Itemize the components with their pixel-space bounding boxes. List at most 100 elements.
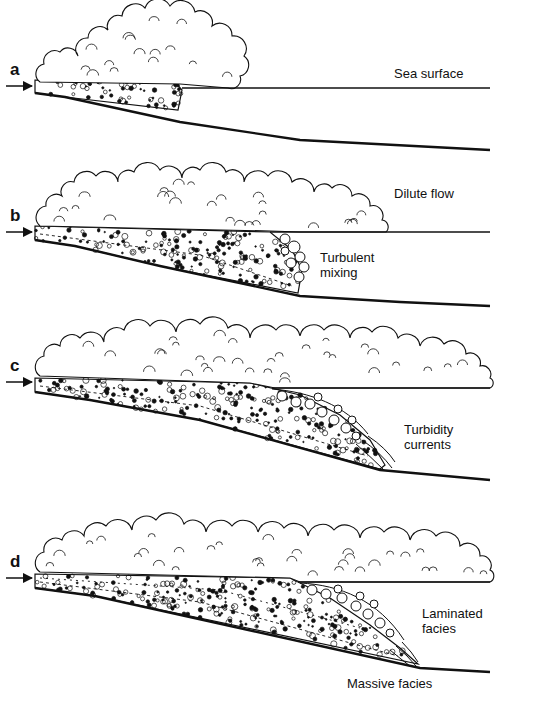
cloud-curl <box>196 356 204 360</box>
cloud-curl <box>149 17 159 21</box>
pyroclast <box>163 234 167 238</box>
mixing-bubble <box>286 258 296 268</box>
cloud-curl <box>345 554 355 559</box>
pyroclast <box>169 581 174 586</box>
cloud-curl <box>150 49 160 54</box>
pyroclast <box>337 453 340 456</box>
cloud-curl <box>86 44 97 50</box>
cloud-curl <box>81 66 90 70</box>
cloud-curl <box>335 566 344 570</box>
turbidity-lobe <box>368 436 395 462</box>
mixing-bubble <box>307 585 317 595</box>
pyroclast <box>250 607 254 611</box>
pyroclast <box>207 252 209 254</box>
pyroclast <box>267 578 271 582</box>
pyroclast <box>118 593 122 597</box>
cloud-curl <box>323 338 329 341</box>
pyroclast <box>152 603 157 608</box>
pyroclast <box>129 86 133 90</box>
pyroclast <box>278 417 283 422</box>
pyroclast <box>209 253 215 259</box>
sea-bed <box>35 240 490 306</box>
pyroclast <box>154 103 158 107</box>
pyroclast <box>167 603 171 607</box>
pyroclast <box>132 84 136 88</box>
cloud-curl <box>174 547 184 552</box>
cloud-curl <box>79 192 90 197</box>
pyroclast <box>79 396 80 397</box>
sea-surface <box>270 231 490 232</box>
pyroclast <box>308 624 309 625</box>
pyroclast <box>79 240 82 243</box>
pyroclast <box>128 96 131 99</box>
pyroclast <box>253 398 256 401</box>
mixing-bubble <box>317 407 327 417</box>
pyroclast <box>319 422 323 426</box>
cloud-curl <box>110 68 118 72</box>
pyroclast <box>48 227 50 229</box>
pyroclast <box>256 419 259 422</box>
pyroclast <box>70 574 74 578</box>
cloud-curl <box>173 342 180 345</box>
mixing-bubble <box>280 234 290 244</box>
pyroclast <box>236 393 238 395</box>
pyroclast <box>273 239 278 244</box>
pyroclast <box>137 594 140 597</box>
pyroclast <box>173 395 179 401</box>
pyroclast <box>354 630 357 633</box>
pyroclast <box>207 607 211 611</box>
pyroclast <box>350 620 353 623</box>
pyroclast <box>251 580 252 581</box>
pyroclast <box>270 608 274 612</box>
cloud-curl <box>267 358 275 361</box>
pyroclast <box>185 602 186 603</box>
pyroclast <box>205 413 207 415</box>
pyroclast <box>235 582 241 588</box>
pyroclast <box>140 88 142 90</box>
pyroclast <box>210 398 216 404</box>
pyroclast <box>227 242 230 245</box>
cloud-curl <box>188 182 195 185</box>
pyroclast <box>270 627 276 633</box>
cloud-curl <box>181 370 193 376</box>
pyroclast <box>251 597 254 600</box>
cloud-curl <box>46 562 54 566</box>
pyroclast <box>174 605 177 608</box>
pyroclast <box>95 385 97 387</box>
pyroclast <box>166 591 168 593</box>
pyroclast <box>91 591 95 595</box>
cloud-curl <box>216 195 226 200</box>
pyroclast <box>85 86 89 90</box>
pyroclast <box>255 414 258 417</box>
pyroclast <box>234 401 238 405</box>
pyroclast <box>59 239 61 241</box>
pyroclast <box>271 578 275 582</box>
pyroclast <box>180 266 184 270</box>
pyroclast <box>140 393 143 396</box>
mixing-bubble <box>351 601 361 611</box>
pyroclast <box>122 387 126 391</box>
cloud-curl <box>369 368 380 373</box>
pyroclast <box>313 429 316 432</box>
cloud-curl <box>226 217 234 221</box>
pyroclast <box>157 591 159 593</box>
cloud-curl <box>104 215 116 220</box>
mixing-bubble <box>337 593 347 603</box>
pyroclast <box>355 633 357 635</box>
pyroclast <box>266 255 269 258</box>
pyroclast <box>122 380 124 382</box>
pyroclast <box>154 591 159 596</box>
pyroclast <box>153 598 157 602</box>
pyroclast <box>321 602 323 604</box>
pyroclast <box>267 608 270 611</box>
pyroclast <box>274 602 276 604</box>
cloud-curl <box>153 560 164 566</box>
pyroclast <box>175 576 179 580</box>
pyroclast <box>335 439 341 445</box>
pyroclast <box>258 621 259 622</box>
pyroclast <box>152 399 156 403</box>
pyroclast <box>293 599 296 602</box>
pyroclast <box>231 242 234 245</box>
pyroclast <box>230 417 233 420</box>
pyroclast <box>123 393 125 395</box>
